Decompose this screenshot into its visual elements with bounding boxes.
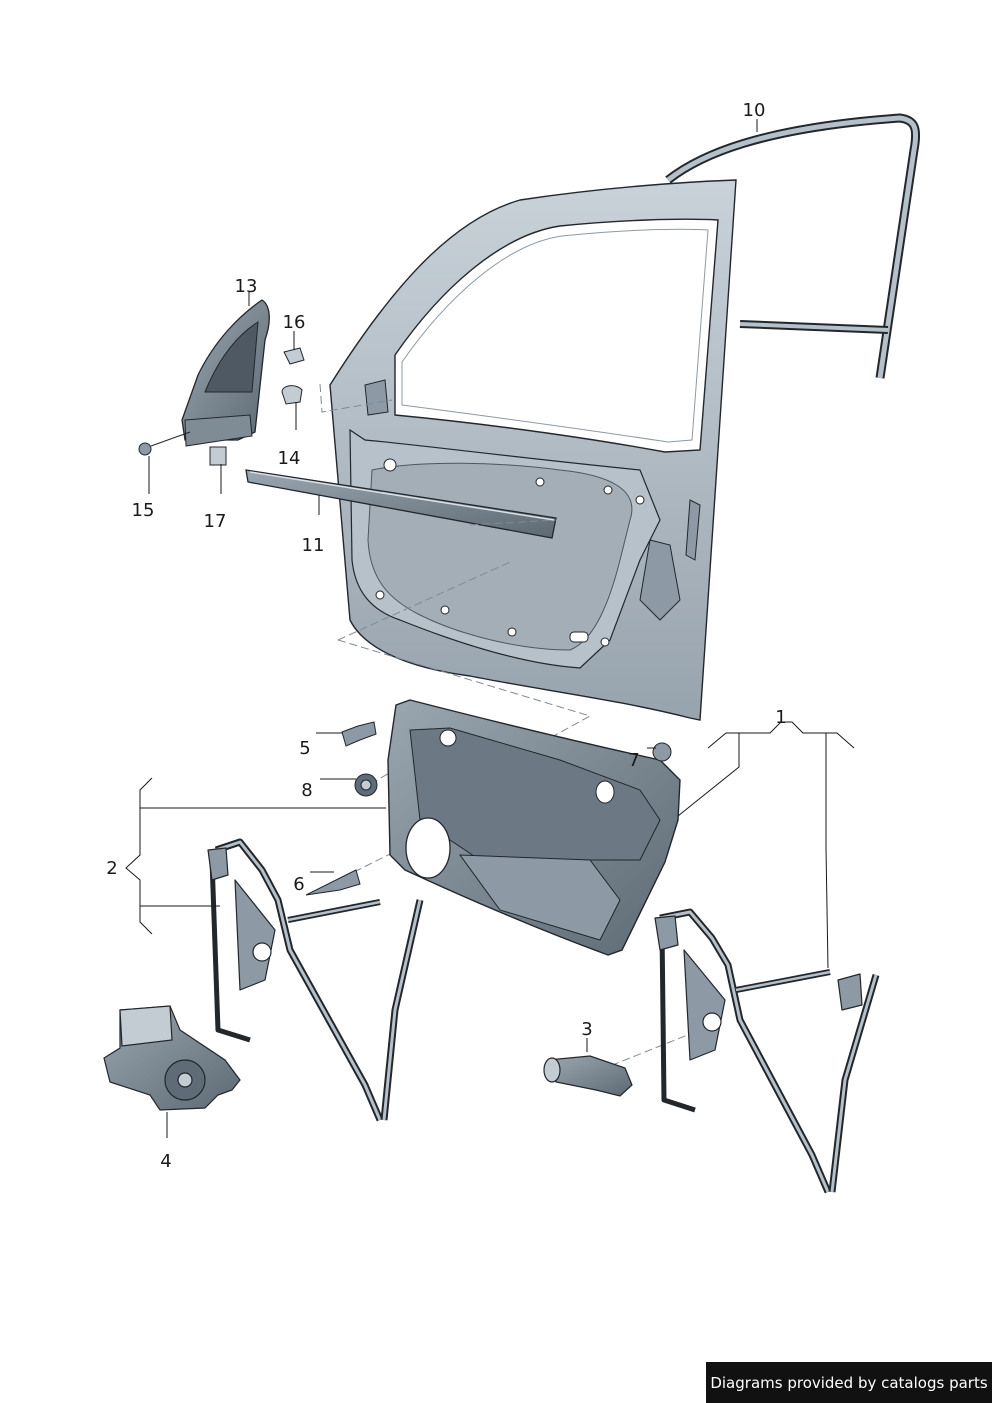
callout-5: 5	[299, 738, 311, 759]
callout-14: 14	[277, 448, 301, 469]
callout-17: 17	[203, 511, 227, 532]
door-shell	[329, 179, 737, 721]
carrier-plate-part	[387, 699, 681, 956]
callout-4: 4	[160, 1151, 172, 1172]
leader-lines	[125, 119, 855, 1138]
callout-2: 2	[106, 858, 118, 879]
callout-16: 16	[282, 312, 306, 333]
crank-handle-part	[543, 1055, 633, 1097]
window-regulator-left	[207, 838, 424, 1122]
callout-11: 11	[301, 535, 325, 556]
callout-7: 7	[628, 750, 640, 771]
callout-6: 6	[293, 874, 305, 895]
window-motor-part	[103, 1005, 241, 1111]
carrier-fasteners	[305, 721, 672, 896]
window-regulator-right	[654, 908, 880, 1194]
mirror-trim-part	[181, 299, 270, 447]
callout-1: 1	[775, 707, 787, 728]
callout-13: 13	[234, 276, 258, 297]
callout-10: 10	[742, 100, 766, 121]
callout-15: 15	[131, 500, 155, 521]
credit-banner: Diagrams provided by catalogs parts	[706, 1362, 992, 1403]
window-strip-part	[245, 469, 557, 539]
callout-3: 3	[581, 1019, 593, 1040]
callout-8: 8	[301, 780, 313, 801]
fastener-parts	[138, 347, 305, 466]
credit-text: Diagrams provided by catalogs parts	[710, 1373, 988, 1392]
